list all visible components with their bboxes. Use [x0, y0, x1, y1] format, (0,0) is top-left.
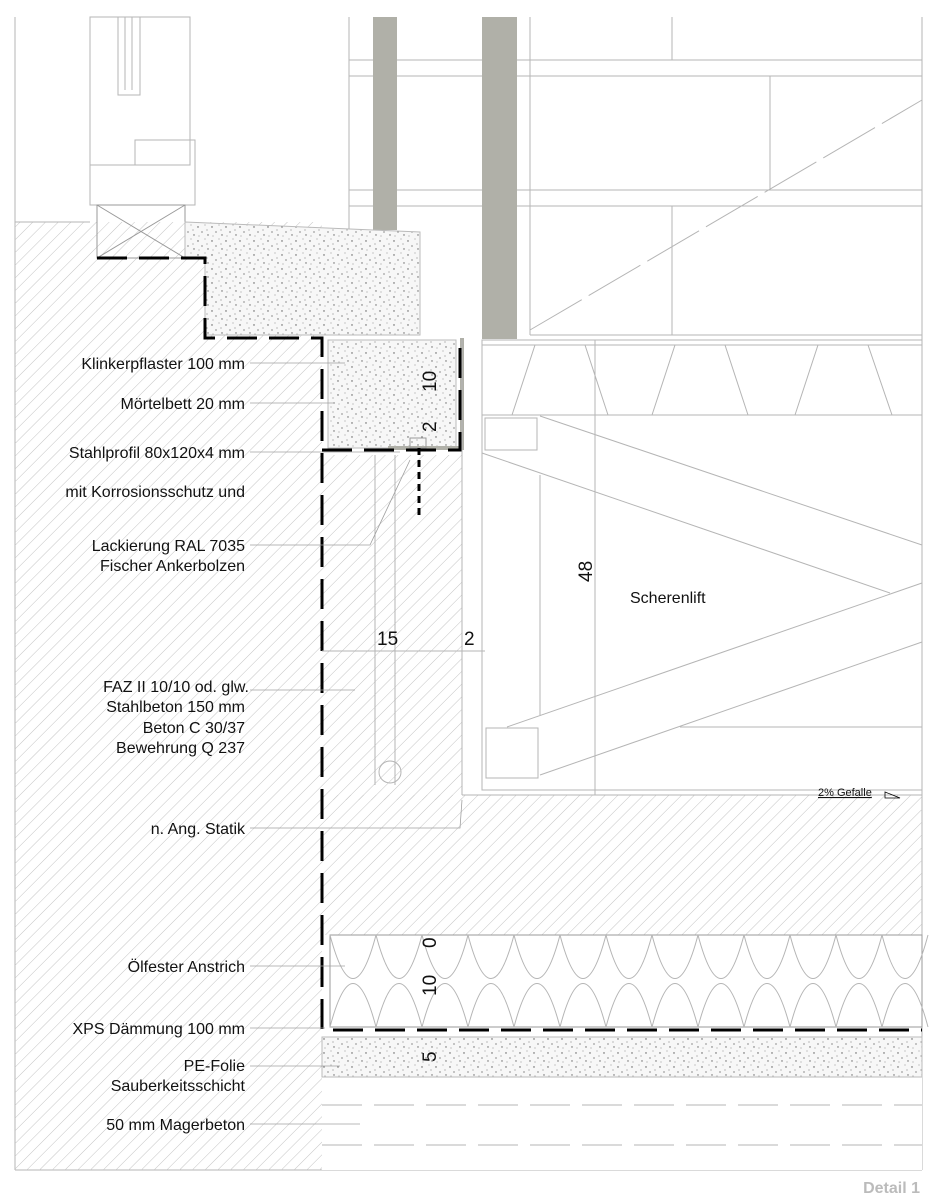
xps-arc: [513, 934, 561, 1028]
lift-label: Scherenlift: [630, 590, 706, 607]
steel-post-1: [373, 17, 397, 230]
label-line: Stahlprofil 80x120x4 mm: [69, 445, 245, 462]
label-line: 50 mm Magerbeton: [106, 1117, 245, 1134]
dim-xps-zero: 0: [420, 937, 441, 948]
outer-paving: [184, 221, 421, 336]
leader-lines: [250, 362, 463, 1125]
label-line: Sauberkeitsschicht: [111, 1078, 246, 1095]
slope-label: 2% Gefalle: [818, 787, 872, 799]
label-line: n. Ang. Statik: [151, 821, 246, 838]
xps-arc: [605, 934, 653, 1028]
xps-arc: [651, 934, 699, 1028]
dim-mortar: 2: [420, 421, 441, 432]
label-line: Abflussrohr: [164, 0, 246, 4]
dim-xps: 10: [420, 975, 441, 996]
lean-concrete: [321, 1036, 923, 1078]
label-line: mit Korrosionsschutz und: [65, 484, 245, 501]
detail-title: Detail 1: [863, 1180, 920, 1197]
xps-arc: [789, 934, 837, 1028]
xps-arc: [421, 934, 469, 1028]
drain-pipe: [322, 1104, 922, 1146]
xps-arc: [375, 934, 423, 1028]
slope-arrow-icon: [884, 791, 901, 799]
brick-wall: [348, 17, 923, 336]
xps-arc: [743, 934, 791, 1028]
xps-arc: [467, 934, 515, 1028]
label-line: Stahlbeton 150 mm: [106, 699, 245, 716]
label-line: FAZ II 10/10 od. glw.: [103, 679, 249, 696]
label-line: Klinkerpflaster 100 mm: [81, 356, 245, 373]
xps-arc: [329, 934, 377, 1028]
material-labels: Klinkerpflaster 100 mm Mörtelbett 20 mm St…: [65, 0, 249, 1134]
concrete-wall-hatch: [322, 455, 462, 800]
scissor-lift: [481, 339, 923, 795]
label-line: XPS Dämmung 100 mm: [72, 1021, 245, 1038]
label-line: Fischer Ankerbolzen: [100, 558, 245, 575]
wall-lines: [374, 340, 922, 796]
floor-slab-hatch: [322, 795, 922, 935]
dim-wall: 15: [377, 629, 398, 650]
label-line: Beton C 30/37: [143, 720, 245, 737]
xps-arc: [559, 934, 607, 1028]
xps-arc: [835, 934, 883, 1028]
label-line: PE-Folie: [184, 1058, 245, 1075]
sealing-membrane: [97, 256, 922, 1032]
sealing-membrane-upper: [322, 338, 462, 452]
label-line: Lackierung RAL 7035: [92, 538, 245, 555]
steel-post-2: [482, 17, 517, 339]
lift-height-dimension: 48: [576, 561, 597, 582]
label-line: Ölfester Anstrich: [128, 958, 245, 976]
xps-arc: [881, 934, 929, 1028]
clinker-paving: [327, 339, 457, 449]
dim-gap: 2: [464, 629, 475, 650]
dim-paving: 10: [420, 371, 441, 392]
label-line: Mörtelbett 20 mm: [121, 396, 245, 413]
label-line: Bewehrung Q 237: [116, 740, 245, 757]
xps-insulation: [329, 934, 929, 1028]
soil-hatch: [15, 222, 322, 1170]
dim-lean: 5: [420, 1051, 441, 1062]
below-hatch: [322, 1077, 922, 1170]
window-frame: [15, 16, 196, 259]
xps-arc: [697, 934, 745, 1028]
